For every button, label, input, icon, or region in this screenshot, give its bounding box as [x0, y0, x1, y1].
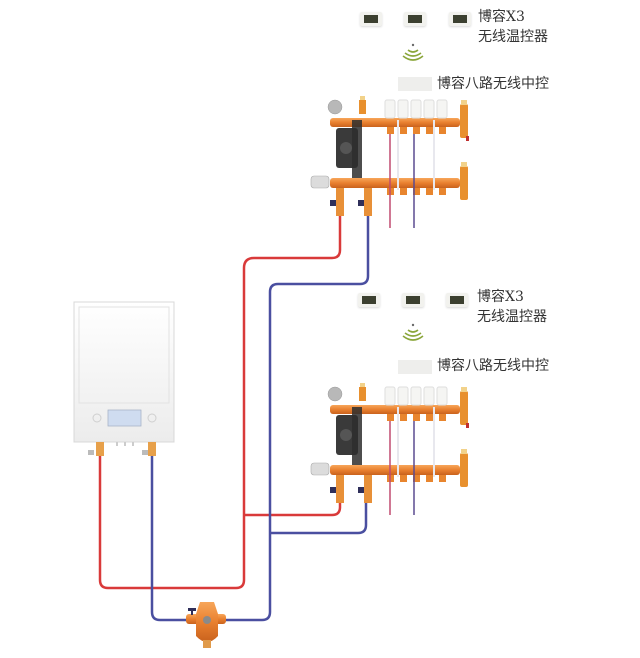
- thermostat-icon: [446, 293, 468, 307]
- controller-label: 博容八路无线中控: [437, 358, 549, 374]
- return-pipe-boiler: [150, 205, 370, 622]
- wireless-signal-icon-upper: [402, 43, 424, 61]
- supply-pipe-boiler: [98, 205, 342, 590]
- y-strainer-filter: [186, 602, 226, 648]
- wireless-controller-icon: [398, 77, 432, 91]
- thermostat-label-line1: 博容X3: [478, 9, 525, 25]
- wireless-controller-icon: [398, 360, 432, 374]
- wall-hung-boiler: [73, 301, 175, 456]
- thermostat-icon: [404, 12, 426, 26]
- thermostat-label-line2: 无线温控器: [477, 309, 547, 325]
- thermostat-icon: [449, 12, 471, 26]
- thermostat-label-line1: 博容X3: [477, 289, 524, 305]
- supply-pipe-lower: [244, 492, 342, 517]
- manifold-lower: [310, 382, 470, 516]
- wireless-signal-icon-lower: [402, 323, 424, 341]
- thermostat-label-line2: 无线温控器: [478, 29, 548, 45]
- manifold-upper: [310, 96, 469, 228]
- controller-label: 博容八路无线中控: [437, 76, 549, 92]
- thermostat-icon: [360, 12, 382, 26]
- thermostat-icon: [358, 293, 380, 307]
- thermostat-icon: [402, 293, 424, 307]
- return-pipe-lower: [270, 492, 368, 535]
